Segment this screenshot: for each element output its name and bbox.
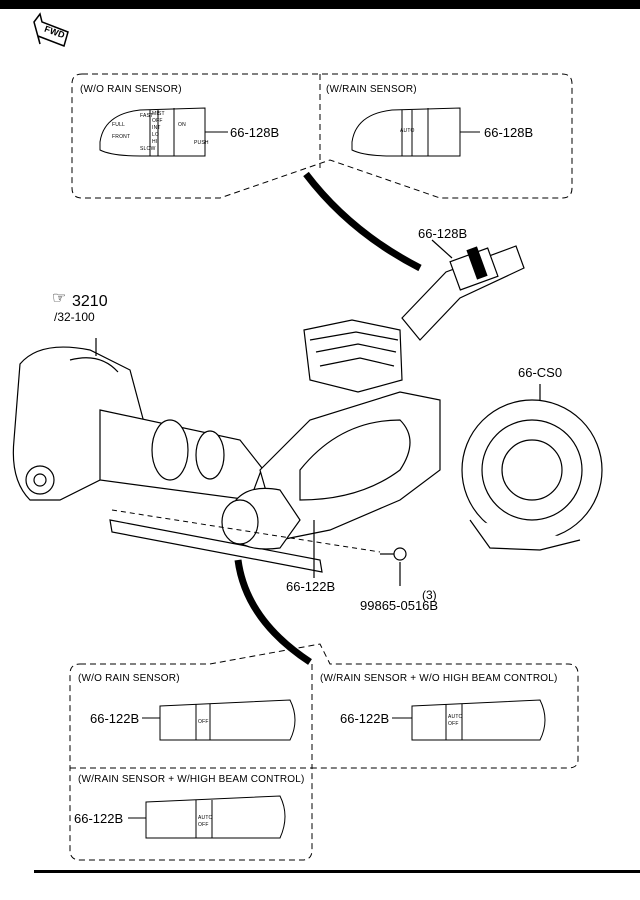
screw-dash-line	[111, 509, 381, 553]
knob-label-fast: FAST	[140, 113, 154, 119]
light-label-auto-c: AUTO	[198, 815, 213, 821]
steering-column	[12, 338, 323, 573]
screw-part-number: 99865-0516B	[360, 598, 439, 613]
caption-w-rain-wo-hb: (W/RAIN SENSOR + W/O HIGH BEAM CONTROL)	[320, 673, 558, 684]
callout-curve-top	[303, 171, 422, 272]
caption-wo-rain-bottom: (W/O RAIN SENSOR)	[78, 673, 180, 684]
caption-w-rain-top: (W/RAIN SENSOR)	[326, 84, 417, 95]
wiper-switch-assembly	[303, 239, 525, 393]
bottom-variant-panel	[69, 643, 579, 861]
footer-bar	[34, 870, 640, 873]
knob-label-hi: HI	[152, 139, 158, 145]
column-ref-icon: ☞	[52, 290, 67, 307]
mounting-screw	[380, 547, 407, 586]
wiper-switch-label: 66-128B	[418, 226, 468, 241]
knob-label-lo: LO	[152, 132, 160, 138]
caption-wo-rain-top: (W/O RAIN SENSOR)	[80, 84, 182, 95]
knob-label-int: INT	[152, 125, 161, 131]
light-label-off-c: OFF	[198, 822, 209, 828]
callout-curve-bottom	[234, 559, 312, 665]
part-label-122b-b: 66-122B	[340, 711, 390, 726]
knob-label-slow: SLOW	[140, 146, 156, 152]
part-label-122b-c: 66-122B	[74, 811, 124, 826]
knob-label-off: OFF	[152, 118, 163, 124]
knob-label-on: ON	[178, 122, 186, 128]
clock-spring	[461, 384, 603, 551]
part-label-66-128b-left: 66-128B	[230, 125, 280, 140]
combination-switch-body	[221, 391, 441, 578]
fwd-arrow-icon	[33, 12, 69, 47]
combination-switch-label: 66-122B	[286, 579, 336, 594]
light-stalk-wo-rain	[142, 699, 296, 741]
column-ref-label: 3210	[72, 293, 108, 310]
top-variant-panel	[71, 73, 573, 199]
light-stalk-w-rain-wo-hb	[392, 699, 546, 741]
knob-label-auto: AUTO	[400, 128, 415, 134]
knob-label-full: FULL	[112, 122, 126, 128]
light-label-off-a: OFF	[198, 719, 209, 725]
light-label-off-b: OFF	[448, 721, 459, 727]
knob-label-mist: MIST	[152, 111, 165, 117]
column-ref-sub: /32-100	[54, 310, 95, 324]
screw-quantity: (3)	[422, 588, 437, 602]
clock-spring-label: 66-CS0	[518, 365, 563, 380]
light-stalk-w-rain-w-hb	[128, 795, 286, 839]
wiper-knob-wo-rain	[99, 107, 228, 157]
caption-w-rain-w-hb: (W/RAIN SENSOR + W/HIGH BEAM CONTROL)	[78, 774, 305, 785]
header-bar	[0, 0, 640, 9]
light-label-auto-b: AUTO	[448, 714, 463, 720]
wiper-knob-w-rain	[351, 107, 480, 157]
knob-label-front: FRONT	[112, 134, 131, 140]
part-label-66-128b-right: 66-128B	[484, 125, 534, 140]
knob-label-push: PUSH	[194, 140, 209, 146]
part-label-122b-a: 66-122B	[90, 711, 140, 726]
